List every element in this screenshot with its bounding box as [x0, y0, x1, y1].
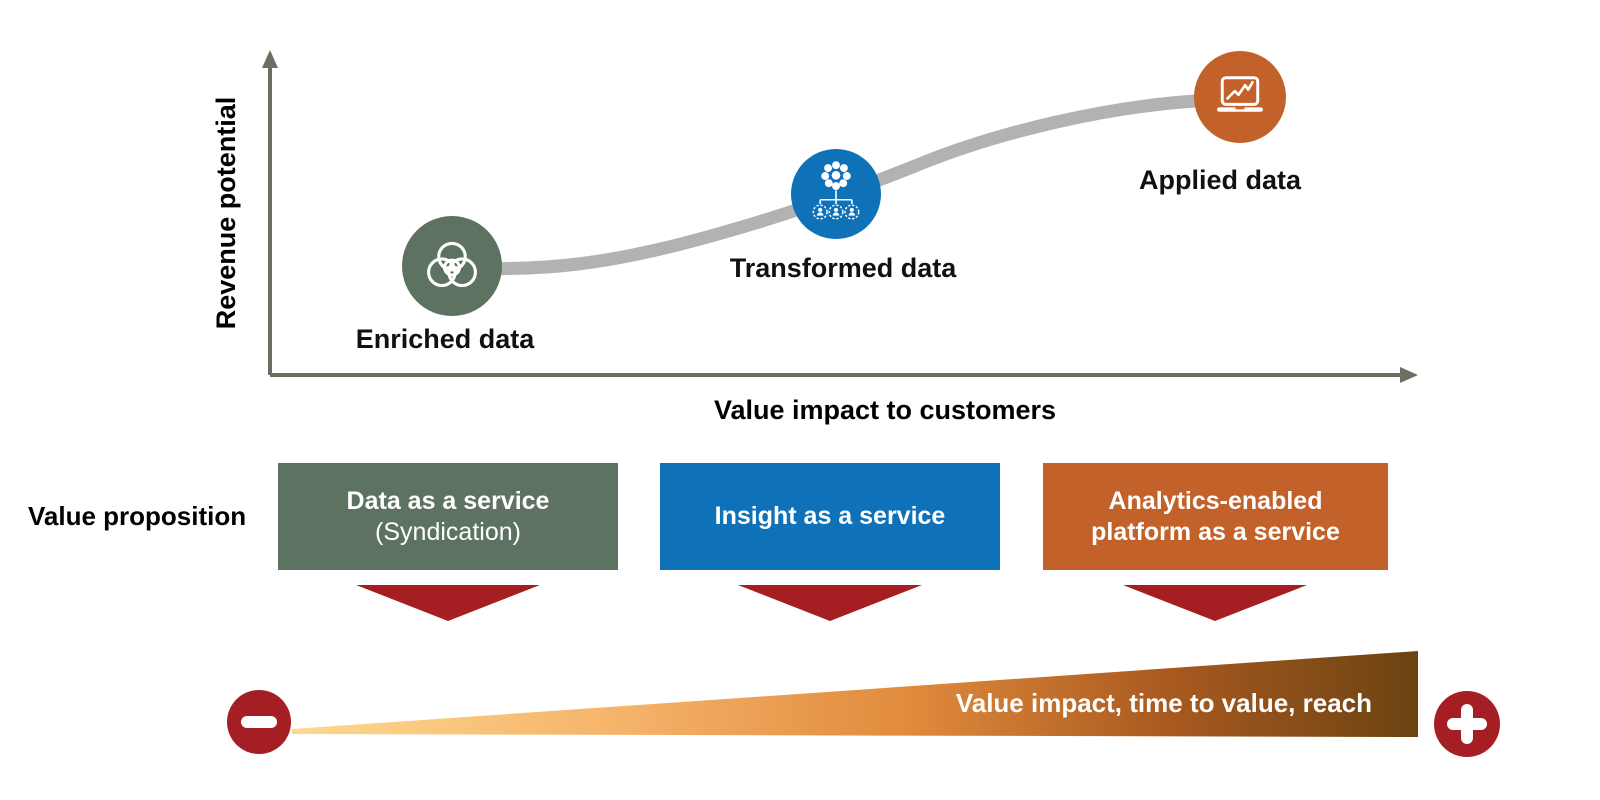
- node-transformed-data: [791, 149, 881, 239]
- vp-box-data-as-a-service: Data as a service (Syndication): [278, 463, 618, 570]
- applied-data-label: Applied data: [1138, 165, 1301, 195]
- vp-box-insight-as-a-service: Insight as a service: [660, 463, 1000, 570]
- vp-box-line2: platform as a service: [1091, 517, 1340, 546]
- venn-circles-icon: [413, 227, 491, 305]
- transformed-data-label: Transformed data: [729, 253, 957, 283]
- down-arrow-icon: [1123, 585, 1307, 621]
- wedge-shape: [292, 651, 1418, 737]
- x-axis-arrow-icon: [1400, 367, 1418, 383]
- vp-box-line1: Analytics-enabled: [1108, 486, 1323, 515]
- laptop-chart-icon: [1203, 60, 1277, 134]
- enriched-data-label: Enriched data: [355, 324, 535, 354]
- vp-box-line2: (Syndication): [375, 517, 521, 546]
- y-axis-label: Revenue potential: [211, 96, 241, 330]
- vp-box-analytics-platform: Analytics-enabled platform as a service: [1043, 463, 1388, 570]
- down-arrow-icon: [738, 585, 922, 621]
- node-applied-data: [1194, 51, 1286, 143]
- value-proposition-label: Value proposition: [28, 501, 247, 531]
- data-cluster-people-icon: [800, 158, 872, 230]
- node-enriched-data: [402, 216, 502, 316]
- vp-box-line1: Insight as a service: [714, 502, 946, 530]
- vp-box-line1: Data as a service: [346, 486, 550, 515]
- minus-icon: [227, 690, 291, 754]
- plus-icon: [1434, 691, 1500, 757]
- down-arrow-icon: [356, 585, 540, 621]
- gradient-bar-label: Value impact, time to value, reach: [955, 688, 1372, 718]
- x-axis-label: Value impact to customers: [713, 395, 1057, 425]
- y-axis-arrow-icon: [262, 50, 278, 68]
